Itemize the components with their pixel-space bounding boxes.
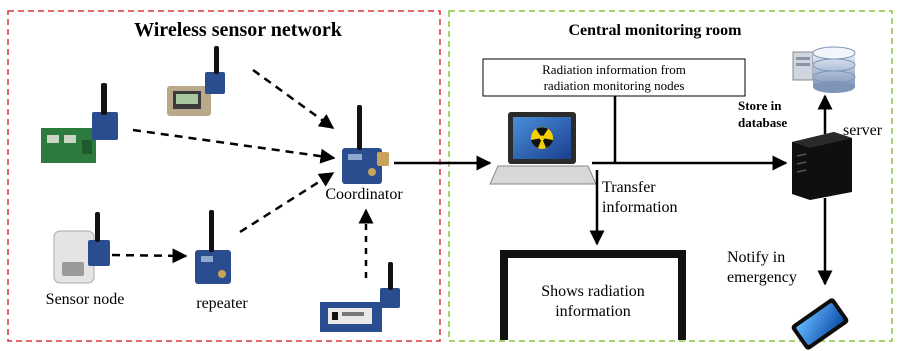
notify-label-line-1: Notify in xyxy=(727,249,785,266)
transfer-label-line-1: Transfer xyxy=(602,179,656,196)
wsn-title: Wireless sensor network xyxy=(134,19,343,41)
radiation-info-line-2: radiation monitoring nodes xyxy=(544,78,685,93)
database-icon xyxy=(792,46,856,93)
radiation-info-line-1: Radiation information from xyxy=(542,62,686,77)
store-label-line-2: database xyxy=(738,115,787,130)
transfer-label-line-2: information xyxy=(602,199,678,216)
notify-label-line-2: emergency xyxy=(727,269,797,286)
monitor-text-line-2: information xyxy=(555,303,631,320)
sensor-node-label: Sensor node xyxy=(46,291,125,308)
monitor-display xyxy=(500,250,686,340)
arrow-left-sensor-to-coordinator xyxy=(132,128,336,164)
wireless-sensor-network-panel xyxy=(7,10,441,342)
smartphone-icon xyxy=(791,298,849,350)
server-label: server xyxy=(843,122,883,139)
monitor-text-line-1: Shows radiation xyxy=(541,283,645,300)
arrow-sensor-node-to-repeater xyxy=(111,248,188,264)
laptop-icon xyxy=(489,112,597,185)
arrow-repeater-to-coordinator xyxy=(239,171,335,234)
monitoring-room-title: Central monitoring room xyxy=(568,22,742,39)
store-label-line-1: Store in xyxy=(738,98,782,113)
radiation-info-box xyxy=(482,58,746,97)
server-icon xyxy=(792,132,852,200)
coordinator-device xyxy=(342,105,389,184)
repeater-label: repeater xyxy=(196,295,248,312)
arrow-top-sensor-to-coordinator xyxy=(252,68,335,130)
central-monitoring-room-panel xyxy=(448,10,893,342)
repeater-device xyxy=(195,210,231,284)
sensor-device-top xyxy=(167,46,225,116)
sensor-device-bottom xyxy=(320,262,400,332)
coordinator-label: Coordinator xyxy=(325,186,403,203)
sensor-node-device xyxy=(53,212,110,284)
sensor-device-left xyxy=(41,83,118,163)
